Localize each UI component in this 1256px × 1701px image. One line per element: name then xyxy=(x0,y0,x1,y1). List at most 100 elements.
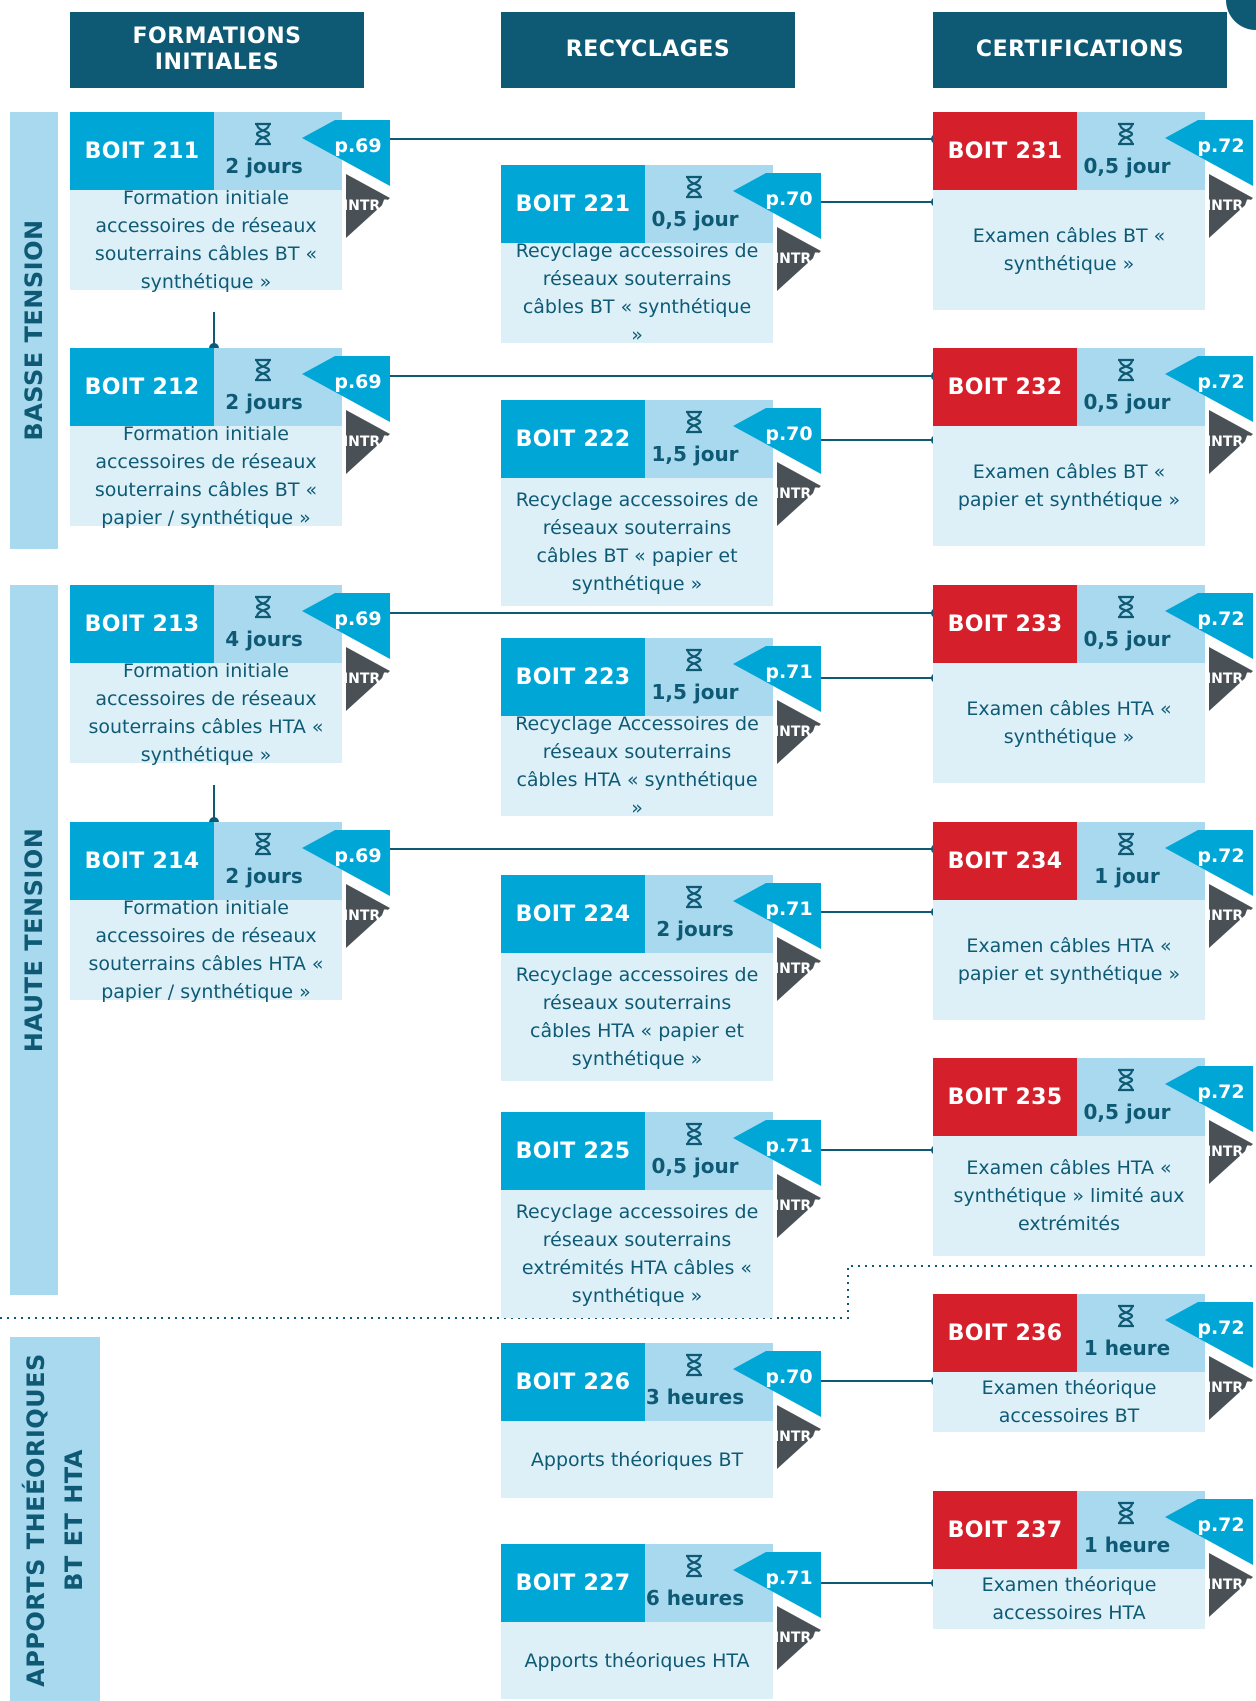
card-code: BOIT 232 xyxy=(933,348,1077,426)
card-duration-panel: 0,5 jour xyxy=(1077,348,1205,426)
hourglass-icon xyxy=(686,885,702,909)
card-body: Examen théorique accessoires HTA xyxy=(933,1569,1205,1629)
intra-label: INTRA xyxy=(1206,671,1253,687)
card-body: Formation initiale accessoires de réseau… xyxy=(70,187,342,293)
card-duration-panel: 1,5 jour xyxy=(645,400,773,478)
card-duration: 0,5 jour xyxy=(1083,627,1171,651)
page-arrow-shape xyxy=(1165,1066,1253,1132)
card-duration-panel: 6 heures xyxy=(645,1544,773,1622)
intra-triangle-shape xyxy=(346,647,390,711)
card-duration: 1,5 jour xyxy=(651,442,739,466)
intra-triangle-shape xyxy=(1209,410,1253,474)
intra-triangle-shape xyxy=(777,937,821,1001)
card-duration-panel: 1 heure xyxy=(1077,1491,1205,1569)
page-arrow-shape xyxy=(733,1552,821,1618)
intra-triangle-shape xyxy=(1209,647,1253,711)
hourglass-icon xyxy=(255,122,271,146)
hourglass-icon xyxy=(686,410,702,434)
card-code: BOIT 231 xyxy=(933,112,1077,190)
page-arrow-shape xyxy=(1165,593,1253,659)
header-certifications-text: CERTIFICATIONS xyxy=(975,37,1185,62)
page-arrow-shape xyxy=(302,120,390,186)
page-reference: p.71 xyxy=(765,898,812,920)
card-body: Apports théoriques HTA xyxy=(501,1622,773,1699)
card-body: Examen câbles HTA « synthétique » xyxy=(933,663,1205,783)
page-reference: p.70 xyxy=(765,188,812,210)
card-duration: 3 heures xyxy=(645,1385,745,1409)
intra-triangle-shape xyxy=(1209,1553,1253,1617)
card-duration-panel: 0,5 jour xyxy=(1077,585,1205,663)
hourglass-icon xyxy=(686,1554,702,1578)
card-duration-panel: 4 jours xyxy=(214,585,342,663)
header-formations-initiales: FORMATIONS INITIALES xyxy=(70,12,364,88)
card-duration: 0,5 jour xyxy=(651,1154,739,1178)
card-code: BOIT 222 xyxy=(501,400,645,478)
hourglass-icon xyxy=(686,1353,702,1377)
page-arrow-shape xyxy=(302,356,390,422)
card-code: BOIT 225 xyxy=(501,1112,645,1190)
card-code: BOIT 213 xyxy=(70,585,214,663)
card-duration-panel: 1 heure xyxy=(1077,1294,1205,1372)
card-duration-panel: 2 jours xyxy=(214,348,342,426)
card-duration: 1 jour xyxy=(1094,864,1160,888)
hourglass-icon xyxy=(686,1122,702,1146)
page-reference: p.69 xyxy=(334,845,381,867)
intra-label: INTRA xyxy=(1206,434,1253,450)
card-description: Recyclage accessoires de réseaux souterr… xyxy=(515,240,759,346)
hourglass-icon xyxy=(1118,1068,1134,1092)
intra-label: INTRA xyxy=(343,671,390,687)
card-body: Recyclage accessoires de réseaux souterr… xyxy=(501,1190,773,1318)
card-description: Examen câbles BT « synthétique » xyxy=(972,225,1166,275)
page-arrow-shape xyxy=(1165,120,1253,186)
page-arrow-shape xyxy=(1165,1499,1253,1565)
card-body: Formation initiale accessoires de réseau… xyxy=(70,660,342,766)
intra-triangle-shape xyxy=(1209,1120,1253,1184)
card-description: Recyclage accessoires de réseaux souterr… xyxy=(515,964,759,1070)
intra-triangle-shape xyxy=(1209,174,1253,238)
